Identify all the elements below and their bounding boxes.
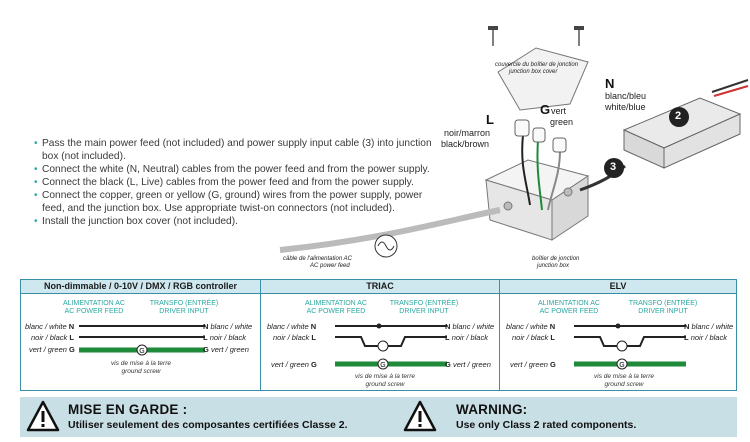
driver-input-heading: TRANSFO (ENTRÉE)DRIVER INPUT bbox=[628, 300, 698, 315]
wiring-lines: G bbox=[574, 323, 686, 370]
warning-text-en: Use only Class 2 rated components. bbox=[456, 419, 637, 431]
black-wire-label: noir / black L bbox=[273, 333, 316, 342]
callout-3-badge bbox=[604, 158, 624, 178]
ground-label-fr: vert bbox=[551, 106, 567, 116]
green-wire-label-right: G vert / green bbox=[445, 360, 491, 369]
warning-title-fr: MISE EN GARDE : bbox=[68, 402, 188, 417]
green-wire-label-right: G vert / green bbox=[203, 345, 249, 354]
ac-symbol-icon bbox=[374, 234, 398, 258]
svg-text:G: G bbox=[380, 362, 385, 369]
warning-title-en: WARNING: bbox=[456, 402, 528, 417]
wiring-panel-title: Non-dimmable / 0-10V / DMX / RGB control… bbox=[21, 280, 260, 294]
green-wire-label: vert / green G bbox=[510, 360, 556, 369]
green-wire-label: vert / green G bbox=[271, 360, 317, 369]
instruction-item: Pass the main power feed (not included) … bbox=[34, 137, 444, 163]
junction-box-cover bbox=[497, 47, 589, 111]
warning-triangle-icon bbox=[26, 400, 60, 432]
instruction-list: Pass the main power feed (not included) … bbox=[34, 137, 444, 228]
instruction-item: Connect the copper, green or yellow (G, … bbox=[34, 189, 444, 215]
wiring-lines: G bbox=[79, 325, 205, 356]
junction-box bbox=[484, 159, 590, 241]
live-letter: L bbox=[486, 112, 494, 127]
white-wire-label: blanc / white N bbox=[267, 322, 317, 331]
black-wire-label: noir / black L bbox=[512, 333, 555, 342]
neutral-label-fr: blanc/bleu bbox=[605, 91, 647, 101]
ac-feed-label-fr: câble de l'alimentation AC bbox=[283, 256, 352, 262]
ground-label-en: green bbox=[550, 117, 574, 127]
green-wire-label: vert / green G bbox=[29, 345, 75, 354]
black-wire-label-right: L noir / black bbox=[684, 333, 727, 342]
screw-icon bbox=[574, 26, 584, 46]
callout-2: 2 bbox=[675, 110, 682, 122]
neutral-label-en: white/blue bbox=[605, 102, 646, 112]
callout-2-badge bbox=[669, 107, 689, 127]
jbox-label-fr: boîtier de jonction bbox=[532, 256, 580, 262]
wiring-panel-standard: Non-dimmable / 0-10V / DMX / RGB control… bbox=[21, 280, 260, 390]
screw-icon bbox=[488, 26, 498, 46]
white-wire-label: blanc / white N bbox=[25, 322, 75, 331]
warning-bar: MISE EN GARDE : Utiliser seulement des c… bbox=[20, 397, 737, 437]
wiring-panel-title: ELV bbox=[500, 280, 736, 294]
white-wire-label-right: N blanc / white bbox=[684, 322, 734, 331]
instruction-item: Connect the black (L, Live) cables from … bbox=[34, 176, 444, 189]
black-wire-label: noir / black L bbox=[31, 333, 74, 342]
ground-letter: G bbox=[540, 102, 551, 117]
wiring-panel-title: TRIAC bbox=[261, 280, 499, 294]
neutral-letter: N bbox=[605, 76, 615, 91]
jbox-label-en: junction box bbox=[537, 263, 570, 269]
junction-box-illustration bbox=[279, 26, 749, 258]
driver-input-heading: TRANSFO (ENTRÉE)DRIVER INPUT bbox=[389, 300, 459, 315]
live-label-fr: noir/marron bbox=[444, 128, 491, 138]
cover-label-fr: couvercle du boîtier de jonction bbox=[495, 62, 579, 68]
svg-text:G: G bbox=[619, 362, 624, 369]
warning-text-fr: Utiliser seulement des composantes certi… bbox=[68, 419, 348, 431]
instruction-item: Connect the white (N, Neutral) cables fr… bbox=[34, 163, 444, 176]
white-wire-label-right: N blanc / white bbox=[445, 322, 495, 331]
warning-triangle-icon bbox=[403, 400, 437, 432]
cover-label-en: junction box cover bbox=[509, 69, 558, 75]
black-wire-label-right: L noir / black bbox=[445, 333, 488, 342]
live-label-en: black/brown bbox=[441, 139, 490, 149]
instruction-item: Install the junction box cover (not incl… bbox=[34, 215, 444, 228]
white-wire-label-right: N blanc / white bbox=[203, 322, 253, 331]
white-wire-label: blanc / white N bbox=[506, 322, 556, 331]
driver-input-heading: TRANSFO (ENTRÉE)DRIVER INPUT bbox=[149, 300, 219, 315]
callout-3: 3 bbox=[610, 161, 617, 173]
black-wire-label-right: L noir / black bbox=[203, 333, 246, 342]
ac-feed-label-en: AC power feed bbox=[310, 263, 350, 269]
svg-text:G: G bbox=[139, 348, 144, 355]
wiring-diagrams: Non-dimmable / 0-10V / DMX / RGB control… bbox=[20, 279, 737, 391]
wiring-lines: G bbox=[335, 323, 447, 370]
